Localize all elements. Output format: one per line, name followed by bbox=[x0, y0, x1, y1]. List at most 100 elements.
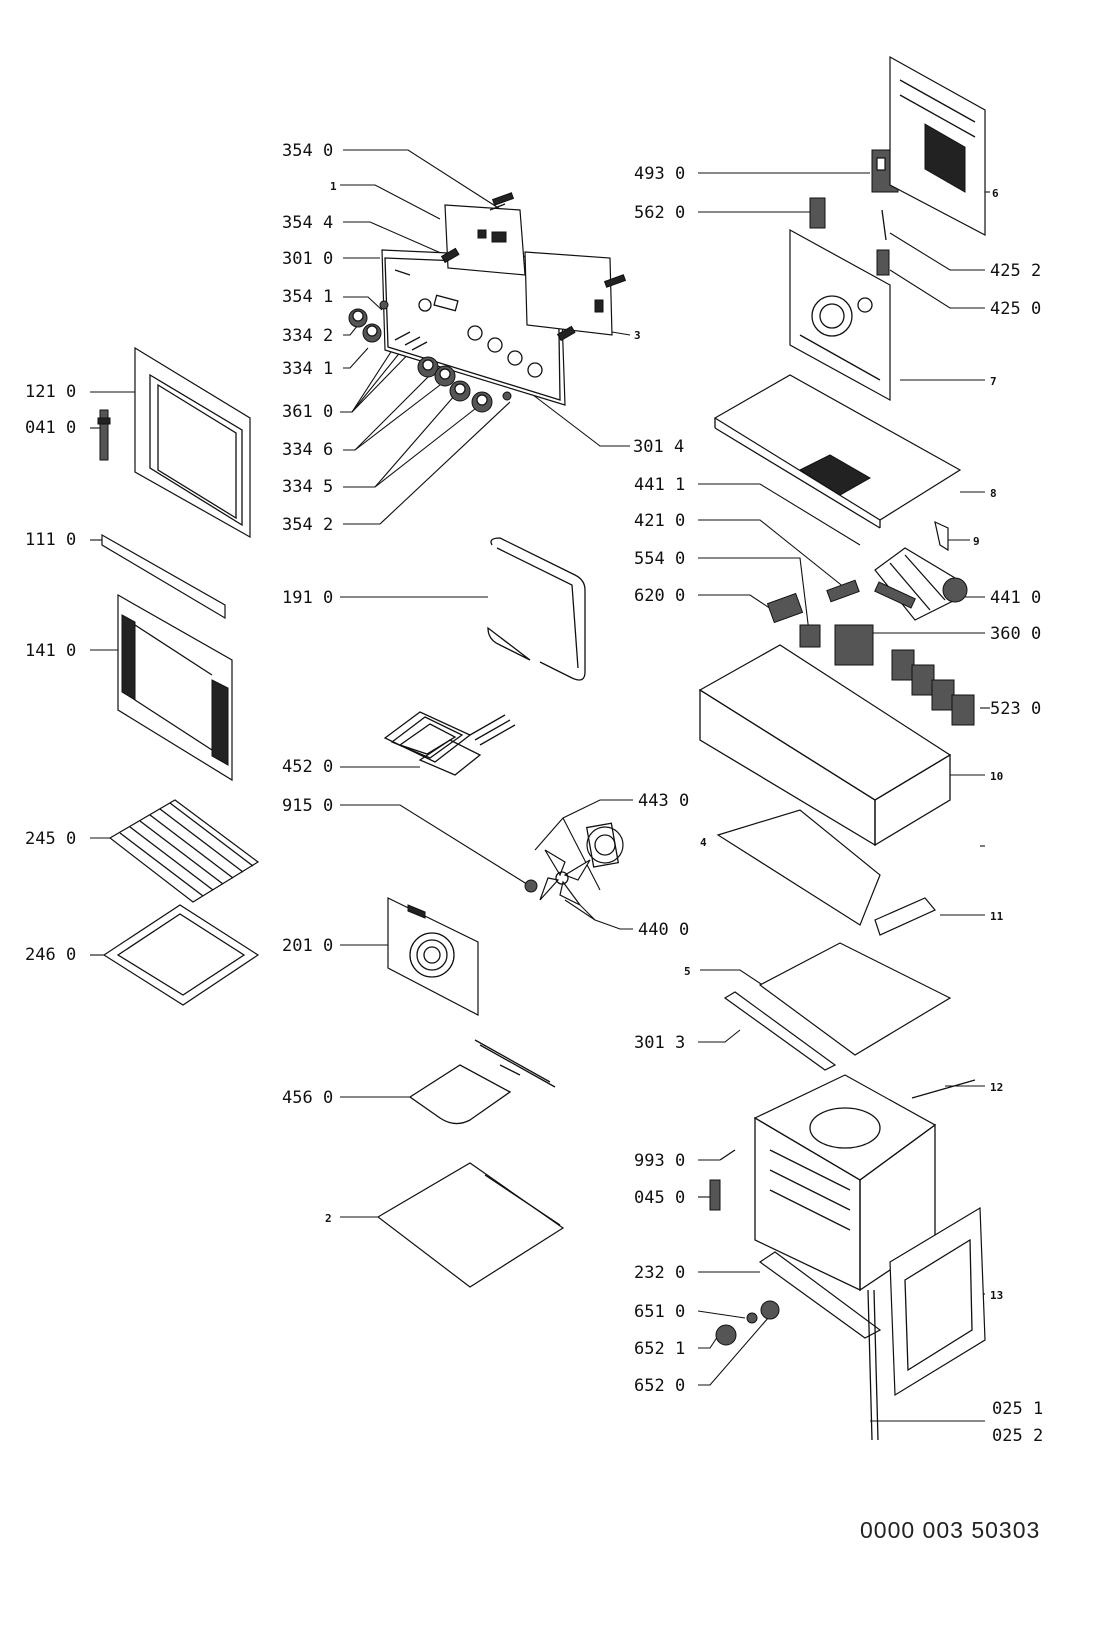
inner-back-panel-drawing bbox=[789, 228, 891, 402]
callout-354-1: 354 1 bbox=[282, 287, 333, 307]
callout-232-0: 232 0 bbox=[634, 1263, 685, 1283]
connector-drawing bbox=[826, 579, 860, 603]
callout-2: 2 bbox=[325, 1212, 332, 1225]
bottom-panel-drawing bbox=[376, 1162, 565, 1288]
sensor-drawing bbox=[881, 209, 887, 241]
callout-651-0: 651 0 bbox=[634, 1302, 685, 1322]
hinge-receiver-drawing bbox=[709, 1179, 721, 1211]
terminal-block-drawing bbox=[766, 592, 804, 624]
side-strip-drawing bbox=[874, 897, 936, 936]
callout-5: 5 bbox=[684, 965, 691, 978]
callout-361-0: 361 0 bbox=[282, 402, 333, 422]
callout-4: 4 bbox=[700, 836, 707, 849]
callout-523-0: 523 0 bbox=[990, 699, 1041, 719]
callout-9: 9 bbox=[973, 535, 980, 548]
callout-301-3: 301 3 bbox=[634, 1033, 685, 1053]
callout-334-2: 334 2 bbox=[282, 326, 333, 346]
callout-425-0: 425 0 bbox=[990, 299, 1041, 319]
lamp-glass-drawing bbox=[715, 1324, 737, 1346]
callout-493-0: 493 0 bbox=[634, 164, 685, 184]
callout-1: 1 bbox=[330, 180, 337, 193]
lower-strip-drawing bbox=[723, 991, 837, 1071]
callout-334-6: 334 6 bbox=[282, 440, 333, 460]
bracket-drawing bbox=[934, 520, 949, 552]
door-seal-drawing bbox=[487, 537, 586, 681]
callout-452-0: 452 0 bbox=[282, 757, 333, 777]
callout-441-1: 441 1 bbox=[634, 475, 685, 495]
callout-6: 6 bbox=[992, 187, 999, 200]
callout-7: 7 bbox=[990, 375, 997, 388]
part-drawings bbox=[97, 55, 986, 1441]
callout-993-0: 993 0 bbox=[634, 1151, 685, 1171]
knobs-drawing bbox=[348, 300, 512, 413]
callout-354-2: 354 2 bbox=[282, 515, 333, 535]
callout-441-0: 441 0 bbox=[990, 588, 1041, 608]
heating-element-drawing bbox=[383, 711, 516, 776]
callout-440-0: 440 0 bbox=[638, 920, 689, 940]
sensor-holder-drawing bbox=[876, 249, 890, 276]
callout-121-0: 121 0 bbox=[25, 382, 76, 402]
callout-425-2: 425 2 bbox=[990, 261, 1041, 281]
relay-drawing bbox=[799, 624, 821, 648]
document-number: 0000 003 50303 bbox=[860, 1517, 1040, 1543]
callout-652-0: 652 0 bbox=[634, 1376, 685, 1396]
callout-111-0: 111 0 bbox=[25, 530, 76, 550]
baking-tray-drawing bbox=[102, 904, 260, 1006]
base-plate-drawing bbox=[758, 942, 952, 1056]
callout-301-4: 301 4 bbox=[633, 437, 684, 457]
circuit-boards-drawing bbox=[440, 192, 627, 342]
callout-201-0: 201 0 bbox=[282, 936, 333, 956]
lamp-cover-drawing bbox=[760, 1300, 780, 1320]
switch-drawing bbox=[809, 197, 826, 229]
callout-10: 10 bbox=[990, 770, 1003, 783]
outer-glass-drawing bbox=[117, 593, 233, 782]
callout-025-1: 025 1 bbox=[992, 1399, 1043, 1419]
callout-354-0: 354 0 bbox=[282, 141, 333, 161]
callout-045-0: 045 0 bbox=[634, 1188, 685, 1208]
callout-041-0: 041 0 bbox=[25, 418, 76, 438]
callout-334-5: 334 5 bbox=[282, 477, 333, 497]
screw-drawing bbox=[719, 1149, 736, 1161]
wire-rack-drawing bbox=[108, 799, 260, 903]
callout-562-0: 562 0 bbox=[634, 203, 685, 223]
callout-141-0: 141 0 bbox=[25, 641, 76, 661]
relays-drawing bbox=[891, 649, 975, 726]
callout-652-1: 652 1 bbox=[634, 1339, 685, 1359]
rod-drawing bbox=[911, 1079, 976, 1099]
leader-lines bbox=[90, 149, 990, 1422]
front-frame-strip-drawing bbox=[758, 1251, 882, 1339]
oven-cavity-drawing bbox=[753, 1074, 937, 1292]
back-cover-drawing bbox=[889, 55, 986, 236]
callout-245-0: 245 0 bbox=[25, 829, 76, 849]
callout-360-0: 360 0 bbox=[990, 624, 1041, 644]
callout-246-0: 246 0 bbox=[25, 945, 76, 965]
lower-element-drawing bbox=[408, 1039, 556, 1125]
callout-3: 3 bbox=[634, 329, 641, 342]
callout-456-0: 456 0 bbox=[282, 1088, 333, 1108]
door-frame-drawing bbox=[97, 346, 251, 539]
callout-443-0: 443 0 bbox=[638, 791, 689, 811]
side-panel-drawing bbox=[716, 809, 881, 926]
thermostat-inner bbox=[876, 157, 886, 171]
fan-cover-drawing bbox=[387, 897, 479, 1016]
fan-assembly-drawing bbox=[524, 822, 624, 906]
door-seal-inner bbox=[496, 547, 579, 669]
callout-301-0: 301 0 bbox=[282, 249, 333, 269]
top-panel-drawing bbox=[713, 374, 962, 529]
callout-11: 11 bbox=[990, 910, 1004, 923]
inner-door-drawing bbox=[889, 1206, 986, 1397]
callout-labels: 354 0 1 354 4 301 0 354 1 334 2 334 1 36… bbox=[25, 141, 1043, 1446]
callout-8: 8 bbox=[990, 487, 997, 500]
callout-354-4: 354 4 bbox=[282, 213, 333, 233]
hinge-drawing bbox=[867, 1289, 873, 1441]
callout-191-0: 191 0 bbox=[282, 588, 333, 608]
callout-13: 13 bbox=[990, 1289, 1003, 1302]
lamp-drawing bbox=[746, 1312, 758, 1324]
callout-12: 12 bbox=[990, 1081, 1003, 1094]
selector-switch-drawing bbox=[834, 624, 874, 666]
hinge-drawing-2 bbox=[873, 1289, 879, 1441]
trim-strip-drawing bbox=[101, 533, 226, 620]
callout-421-0: 421 0 bbox=[634, 511, 685, 531]
tangential-fan-drawing bbox=[874, 547, 968, 621]
